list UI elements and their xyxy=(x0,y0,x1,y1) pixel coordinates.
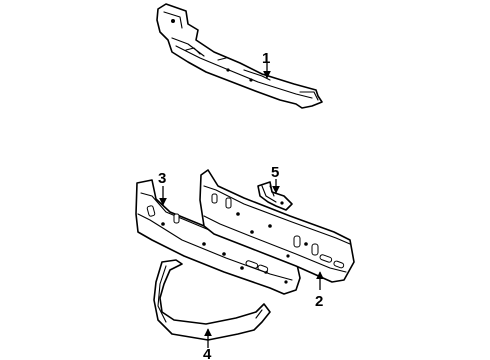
part-4-lower-brace xyxy=(153,259,271,341)
callout-4: 4 xyxy=(203,346,212,360)
part-5-bracket xyxy=(257,181,293,211)
part-1-upper-support xyxy=(156,3,323,109)
callout-3: 3 xyxy=(158,170,166,187)
part-2-impact-bar xyxy=(199,169,355,283)
callout-leaders xyxy=(159,63,324,348)
callout-1: 1 xyxy=(262,50,270,67)
callout-2: 2 xyxy=(315,293,323,310)
part-3-reinforcement xyxy=(135,179,301,295)
callout-5: 5 xyxy=(271,164,279,181)
